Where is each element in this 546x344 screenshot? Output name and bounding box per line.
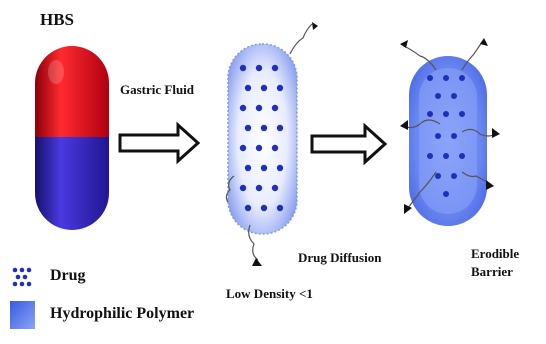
drug-dot	[277, 85, 283, 91]
diffusion-path	[290, 24, 312, 54]
arrow-right-2	[312, 126, 385, 162]
legend-polymer-swatch	[10, 301, 35, 329]
arrowhead-icon	[404, 204, 412, 214]
drug-dot	[443, 111, 449, 117]
drug-dot	[451, 93, 457, 99]
gastric-fluid-label: Gastric Fluid	[120, 82, 194, 98]
legend-polymer-label: Hydrophilic Polymer	[50, 305, 194, 323]
drug-dot	[435, 133, 441, 139]
drug-dot	[261, 205, 267, 211]
drug-dot	[245, 85, 251, 91]
arrowhead-icon	[400, 120, 408, 130]
drug-dot	[459, 75, 465, 81]
drug-dot	[427, 153, 433, 159]
drug-dot	[27, 268, 32, 273]
drug-dot	[261, 165, 267, 171]
drug-dot	[240, 105, 246, 111]
arrowhead-icon	[312, 22, 318, 30]
hbs-capsule	[35, 46, 109, 230]
drug-dot	[443, 191, 449, 197]
legend-drug-dots-icon	[13, 268, 32, 287]
drug-dot	[272, 105, 278, 111]
drug-dot	[240, 145, 246, 151]
drug-dot	[240, 65, 246, 71]
drug-dot	[451, 173, 457, 179]
drug-dot	[459, 111, 465, 117]
drug-dot	[256, 105, 262, 111]
capsule-cap-red	[35, 46, 109, 137]
drug-diffusion-label: Drug Diffusion	[298, 250, 381, 266]
drug-dot	[256, 65, 262, 71]
drug-dot	[240, 185, 246, 191]
drug-dot	[27, 282, 32, 287]
drug-dot	[272, 185, 278, 191]
drug-dot	[277, 205, 283, 211]
capsule-highlight	[48, 60, 64, 84]
drug-dot	[245, 205, 251, 211]
drug-dot	[261, 125, 267, 131]
erodible-pill	[400, 38, 500, 226]
arrowhead-icon	[486, 180, 494, 190]
drug-dot	[13, 282, 18, 287]
erodible-label: Erodible	[471, 246, 519, 262]
drug-dot	[13, 268, 18, 273]
drug-dot	[261, 85, 267, 91]
drug-dot	[443, 153, 449, 159]
legend-drug-label: Drug	[50, 267, 86, 285]
drug-dot	[245, 165, 251, 171]
drug-dot	[427, 111, 433, 117]
drug-dot	[272, 65, 278, 71]
drug-dot	[459, 153, 465, 159]
drug-dot	[256, 145, 262, 151]
drug-dot	[451, 133, 457, 139]
drug-dot	[277, 165, 283, 171]
arrow-right-1	[120, 125, 198, 161]
drug-dot	[427, 75, 433, 81]
arrowhead-icon	[480, 38, 488, 46]
drug-dot	[435, 173, 441, 179]
capsule-label: HBS	[40, 10, 74, 30]
drug-dot	[23, 275, 28, 280]
drug-dot	[245, 125, 251, 131]
hydrated-pill	[226, 22, 318, 266]
barrier-label: Barrier	[471, 264, 513, 280]
drug-dot	[277, 125, 283, 131]
drug-dot	[435, 93, 441, 99]
arrowhead-icon	[492, 128, 500, 138]
drug-dot	[256, 185, 262, 191]
drug-dot	[20, 268, 25, 273]
drug-dot	[443, 75, 449, 81]
low-density-label: Low Density <1	[226, 286, 313, 302]
capsule-body-blue	[35, 137, 109, 230]
drug-dot	[16, 275, 21, 280]
drug-dot	[272, 145, 278, 151]
drug-dot	[20, 282, 25, 287]
